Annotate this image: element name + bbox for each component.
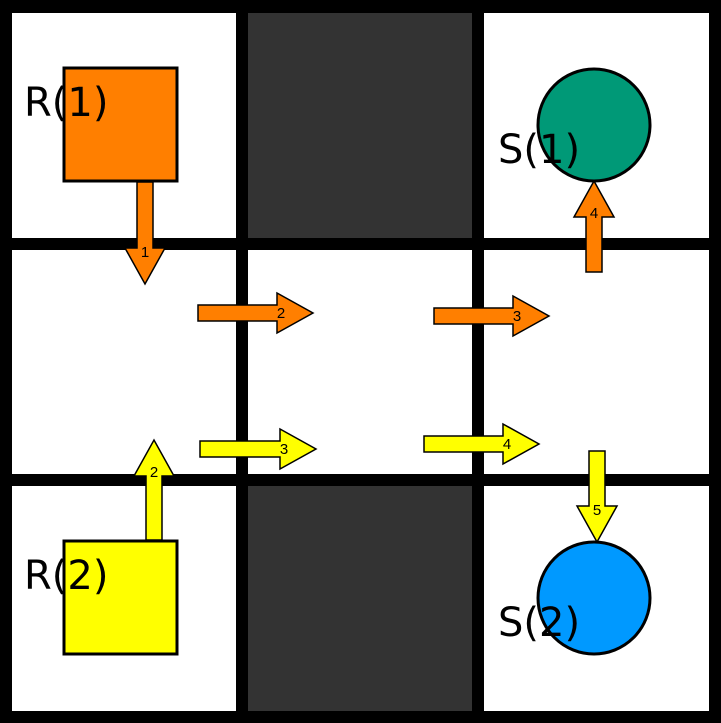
path-2-step-2-arrow: 2 <box>132 438 176 541</box>
station-label: S(1) <box>498 127 580 173</box>
path-1-step-1-arrow: 1 <box>123 181 167 286</box>
arrow-step-number: 4 <box>590 205 598 222</box>
robot-label: R(2) <box>24 553 108 599</box>
arrow-step-number: 2 <box>150 464 158 481</box>
arrow-shape <box>423 422 541 466</box>
station-label: S(2) <box>498 600 580 646</box>
arrow-shape <box>575 450 619 544</box>
station-1: S(1) <box>498 67 652 183</box>
robot-label: R(1) <box>24 80 108 126</box>
path-2-step-3-arrow: 3 <box>199 427 318 471</box>
arrow-step-number: 5 <box>593 502 601 519</box>
arrow-shape <box>199 427 318 471</box>
station-2: S(2) <box>498 540 652 656</box>
grid-cell-r2c1-blocked <box>248 486 472 711</box>
arrow-step-number: 3 <box>513 308 521 325</box>
arrow-shape <box>123 181 167 286</box>
path-1-step-3-arrow: 3 <box>433 294 551 338</box>
path-2-step-4-arrow: 4 <box>423 422 541 466</box>
arrow-step-number: 4 <box>503 436 511 453</box>
robot-1: R(1) <box>24 66 179 183</box>
grid-cell-r1c0-open <box>12 250 236 474</box>
path-1-step-4-arrow: 4 <box>572 179 616 273</box>
robot-square <box>62 539 179 656</box>
arrow-step-number: 2 <box>277 305 285 322</box>
robot-2: R(2) <box>24 539 179 656</box>
path-2-step-5-arrow: 5 <box>575 450 619 544</box>
arrow-step-number: 1 <box>141 244 149 261</box>
grid-cell-r0c1-blocked <box>248 13 472 238</box>
station-circle <box>536 540 652 656</box>
path-1-step-2-arrow: 2 <box>197 291 315 335</box>
arrow-shape <box>433 294 551 338</box>
arrow-shape <box>132 438 176 541</box>
arrow-shape <box>572 179 616 273</box>
robot-square <box>62 66 179 183</box>
arrow-step-number: 3 <box>280 441 288 458</box>
arrow-shape <box>197 291 315 335</box>
